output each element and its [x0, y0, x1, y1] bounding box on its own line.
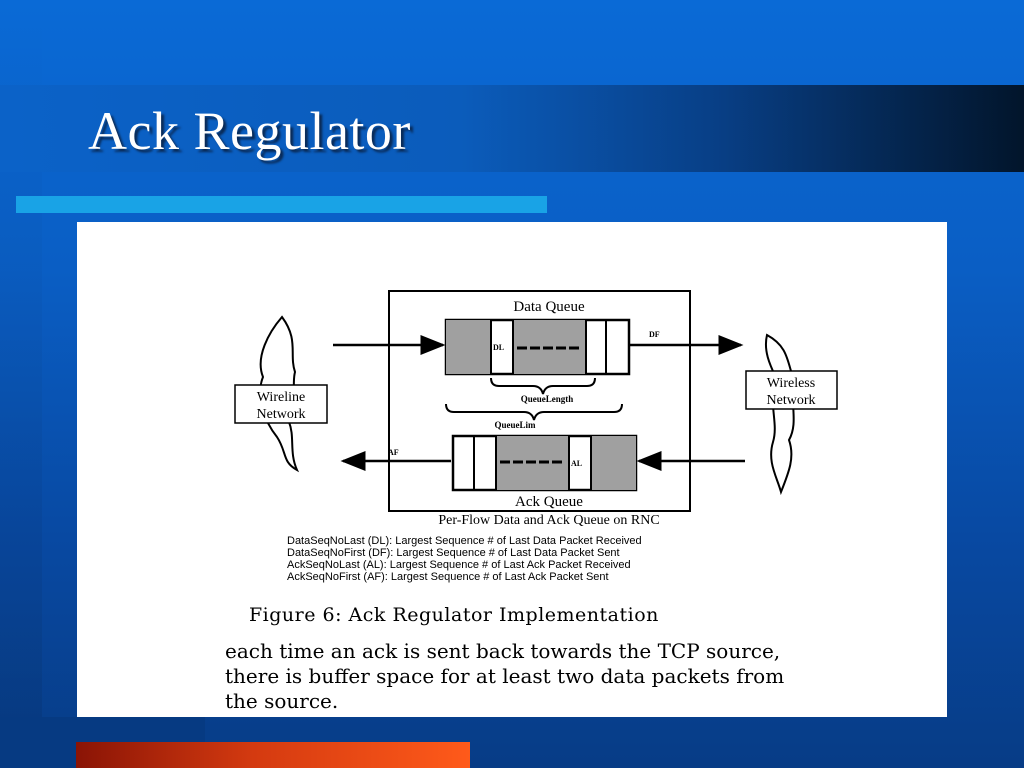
wireline-network-label-line2: Network: [257, 407, 306, 422]
body-line-2: there is buffer space for at least two d…: [225, 664, 784, 688]
body-line-3: the source.: [225, 689, 338, 713]
slide-title: Ack Regulator: [88, 101, 411, 161]
data-queue: [444, 318, 631, 376]
wireless-network-label-line2: Network: [767, 393, 816, 408]
title-accent-bar: [16, 196, 547, 213]
al-label: AL: [571, 459, 582, 468]
diagram-caption: Per-Flow Data and Ack Queue on RNC: [438, 513, 659, 528]
ack-queue-label: Ack Queue: [515, 494, 583, 510]
df-label: DF: [649, 330, 660, 339]
queue-length-label: QueueLength: [521, 394, 574, 404]
queue-lim-brace: [445, 403, 623, 421]
legend: DataSeqNoLast (DL): Largest Sequence # o…: [287, 535, 642, 583]
title-band: [0, 85, 1024, 172]
ack-queue: [451, 434, 638, 492]
rnc-box: [388, 290, 691, 512]
bottom-accent-bar: [76, 742, 470, 768]
legend-item-df: DataSeqNoFirst (DF): Largest Sequence # …: [287, 547, 620, 559]
af-label: AF: [388, 448, 399, 457]
wireless-network-box: [745, 370, 838, 410]
legend-item-al: AckSeqNoLast (AL): Largest Sequence # of…: [287, 559, 631, 571]
legend-item-dl: DataSeqNoLast (DL): Largest Sequence # o…: [287, 535, 642, 547]
figure-caption: Figure 6: Ack Regulator Implementation: [249, 604, 659, 626]
wireline-network-label-line1: Wireline: [257, 390, 305, 405]
legend-item-af: AckSeqNoFirst (AF): Largest Sequence # o…: [287, 571, 609, 583]
queue-lim-label: QueueLim: [494, 420, 536, 430]
wireline-network-box: [234, 384, 328, 424]
ack-regulator-diagram: Data Queue DL DF QueueLength QueueLim: [225, 290, 838, 713]
data-queue-label: Data Queue: [513, 299, 585, 315]
dl-label: DL: [493, 343, 504, 352]
wireless-network-label-line1: Wireless: [767, 376, 815, 391]
wireless-cloud-shape: [765, 333, 797, 496]
queue-length-brace: [490, 377, 596, 395]
figure-panel: Data Queue DL DF QueueLength QueueLim: [77, 222, 947, 717]
wireline-cloud-shape: [259, 315, 300, 473]
body-line-1: each time an ack is sent back towards th…: [225, 639, 780, 663]
